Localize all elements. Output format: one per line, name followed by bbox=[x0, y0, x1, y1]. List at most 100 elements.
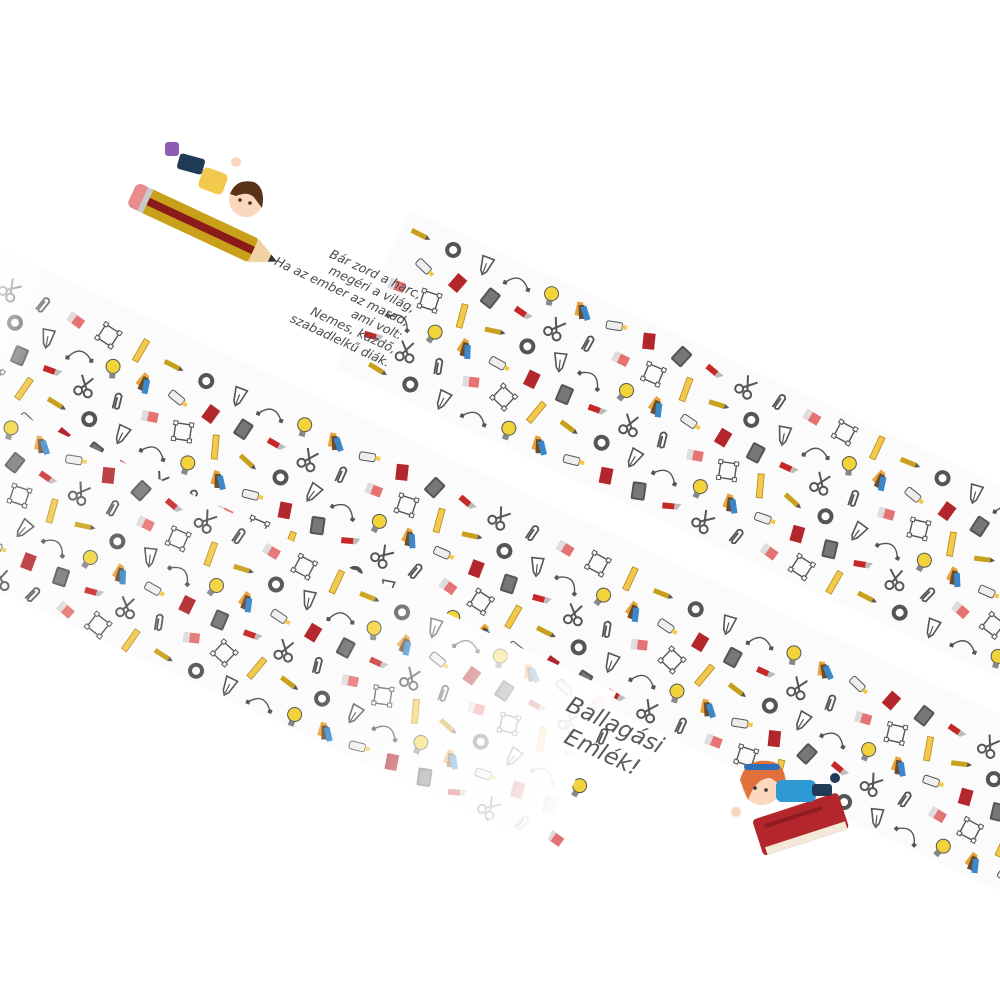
color-swatch-icon bbox=[456, 337, 471, 360]
aperture-icon bbox=[445, 241, 462, 258]
tablet-icon bbox=[746, 442, 766, 464]
eraser-icon bbox=[877, 506, 896, 521]
pencil-icon bbox=[410, 227, 431, 240]
aperture-icon bbox=[934, 470, 951, 487]
glue-tube-icon bbox=[753, 511, 776, 525]
bezier-curve-icon bbox=[874, 542, 901, 562]
ruler-icon bbox=[678, 376, 694, 403]
paperclip-icon bbox=[919, 587, 936, 603]
fountain-pen-icon bbox=[553, 352, 568, 373]
scissors-icon bbox=[809, 471, 831, 496]
fountain-pen-icon bbox=[851, 520, 869, 541]
book-icon bbox=[642, 332, 656, 350]
light-bulb-icon bbox=[501, 420, 517, 441]
icon-pattern-middle bbox=[363, 227, 1000, 669]
eraser-icon bbox=[951, 601, 970, 620]
light-bulb-icon bbox=[425, 324, 443, 344]
frame-icon bbox=[416, 287, 443, 314]
scissors-icon bbox=[394, 340, 415, 364]
frame-icon bbox=[639, 360, 668, 389]
ruler-icon bbox=[868, 435, 886, 461]
book-icon bbox=[447, 272, 468, 293]
glue-tube-icon bbox=[977, 584, 1000, 599]
ruler-icon bbox=[525, 400, 547, 425]
aperture-icon bbox=[593, 434, 610, 451]
fountain-pen-icon bbox=[480, 254, 496, 276]
tablet-icon bbox=[671, 345, 692, 368]
color-swatch-icon bbox=[946, 566, 961, 588]
eraser-icon bbox=[802, 408, 822, 426]
glue-tube-icon bbox=[680, 413, 701, 431]
ruler-icon bbox=[825, 569, 844, 595]
cutter-icon bbox=[853, 559, 873, 569]
cutter-icon bbox=[705, 363, 724, 378]
paperclip-icon bbox=[771, 394, 787, 410]
glue-tube-icon bbox=[562, 454, 585, 466]
scissors-icon bbox=[543, 316, 567, 342]
color-swatch-icon bbox=[647, 396, 663, 418]
paperclip-icon bbox=[595, 728, 609, 745]
pencil-icon bbox=[559, 419, 578, 435]
aperture-icon bbox=[402, 376, 419, 393]
cutter-icon bbox=[513, 305, 533, 320]
bezier-curve-icon bbox=[576, 370, 601, 393]
book-icon bbox=[522, 369, 541, 390]
light-bulb-icon bbox=[915, 552, 932, 573]
paperclip-icon bbox=[728, 528, 744, 545]
pencil-icon bbox=[973, 555, 996, 563]
light-bulb-icon bbox=[616, 382, 635, 402]
tablet-icon bbox=[821, 539, 839, 560]
scissors-icon bbox=[618, 413, 640, 438]
fountain-pen-icon bbox=[627, 446, 645, 468]
aperture-icon bbox=[743, 411, 760, 428]
bezier-curve-icon bbox=[502, 277, 531, 293]
eraser-icon bbox=[387, 277, 407, 294]
scissors-icon bbox=[884, 568, 905, 592]
book-icon bbox=[713, 427, 733, 448]
boy-figure bbox=[165, 142, 263, 217]
bezier-curve-icon bbox=[801, 447, 830, 461]
cutter-icon bbox=[778, 461, 799, 474]
eraser-icon bbox=[462, 376, 480, 388]
book-icon bbox=[937, 501, 957, 522]
cutter-icon bbox=[587, 403, 608, 415]
ruler-icon bbox=[755, 473, 765, 499]
ribbon-band-top bbox=[0, 242, 1000, 938]
book-icon bbox=[753, 793, 849, 856]
tablet-icon bbox=[630, 481, 647, 501]
fountain-pen-icon bbox=[778, 425, 793, 447]
book-icon bbox=[789, 524, 806, 544]
pencil-icon bbox=[367, 361, 387, 376]
frame-icon bbox=[715, 458, 740, 483]
light-bulb-icon bbox=[692, 479, 708, 499]
fountain-pen-icon bbox=[969, 483, 985, 505]
scissors-icon bbox=[734, 375, 758, 400]
pencil-icon bbox=[857, 590, 877, 603]
paperclip-icon bbox=[433, 357, 444, 376]
glue-tube-icon bbox=[605, 320, 628, 332]
fountain-pen-icon bbox=[926, 617, 943, 639]
girl-figure bbox=[731, 760, 840, 817]
aperture-icon bbox=[817, 508, 834, 525]
light-bulb-icon bbox=[841, 456, 857, 476]
light-bulb-icon bbox=[544, 286, 560, 307]
tablet-icon bbox=[480, 287, 501, 309]
ruler-icon bbox=[455, 303, 469, 329]
frame-icon bbox=[830, 418, 859, 447]
pencil-icon bbox=[708, 399, 730, 409]
fountain-pen-icon bbox=[436, 388, 454, 410]
light-bulb-icon bbox=[571, 778, 588, 798]
aperture-icon bbox=[519, 338, 536, 355]
glue-tube-icon bbox=[415, 258, 435, 277]
bezier-curve-icon bbox=[992, 505, 1000, 518]
boy-on-pencil-illustration bbox=[128, 142, 277, 263]
color-swatch-icon bbox=[531, 435, 547, 456]
aperture-icon bbox=[891, 604, 908, 621]
ribbon-band-bottom bbox=[0, 396, 617, 847]
girl-on-book-illustration bbox=[731, 760, 849, 856]
frame-icon bbox=[787, 552, 817, 582]
paperclip-icon bbox=[847, 489, 860, 507]
ribbon-band-middle bbox=[336, 210, 1000, 690]
pencil-icon bbox=[484, 326, 506, 335]
